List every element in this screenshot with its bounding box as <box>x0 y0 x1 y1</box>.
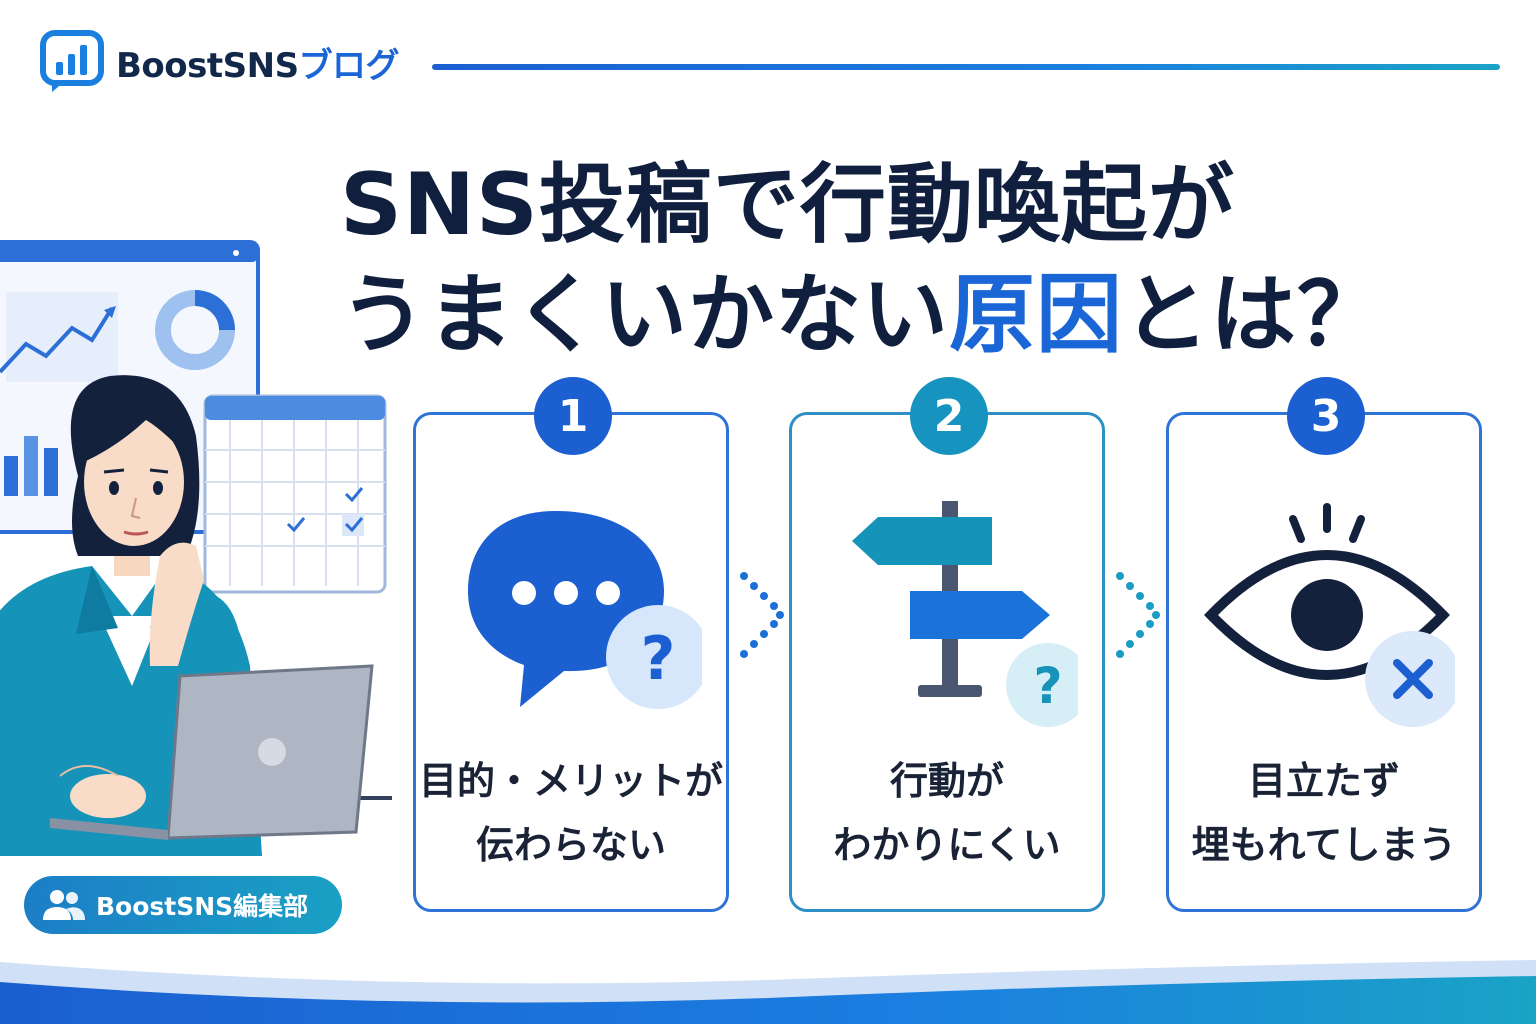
headline-line-2: うまくいかない原因とは？ <box>340 244 1384 369</box>
reason-2-line-1: 行動が <box>889 759 1004 803</box>
author-badge[interactable]: BoostSNS編集部 <box>24 876 342 934</box>
reason-number-1: 1 <box>534 377 612 455</box>
reason-3-line-1: 目立たず <box>1247 759 1400 803</box>
bottom-wave-decoration <box>0 960 1536 1024</box>
reason-number-2: 2 <box>910 377 988 455</box>
reason-card-3: 3 目立たず 埋もれてしまう <box>1166 377 1482 912</box>
svg-text:?: ? <box>1033 657 1062 715</box>
headline-line-1: SNS投稿で行動喚起が <box>340 155 1235 255</box>
chevron-right-dotted-icon <box>1116 572 1160 658</box>
chat-bubble-question-icon: ? <box>468 511 702 709</box>
headline-line-2-after: とは？ <box>1123 265 1384 365</box>
brand-accent-text: ブログ <box>298 46 400 86</box>
headline-line-2-before: うまくいかない <box>340 265 949 365</box>
signpost-question-icon: ? <box>852 501 1078 727</box>
author-name: BoostSNS編集部 <box>96 892 309 921</box>
reason-number-3: 3 <box>1287 377 1365 455</box>
brand-main-text: BoostSNS <box>116 46 299 86</box>
reason-2-line-2: わかりにくい <box>833 823 1061 867</box>
bar-chart-bubble-icon <box>40 30 104 92</box>
headline-accent: 原因 <box>949 265 1123 365</box>
brand-name[interactable]: BoostSNSブログ <box>116 38 400 87</box>
eye-cross-icon <box>1204 503 1455 727</box>
thinking-woman-illustration <box>0 240 392 856</box>
users-icon <box>43 890 85 920</box>
header-divider <box>432 64 1500 70</box>
reason-1-line-1: 目的・メリットが <box>418 759 723 803</box>
reason-card-1: 1 ? 目的・メリットが 伝わらない <box>413 377 729 912</box>
svg-text:?: ? <box>641 624 676 694</box>
chevron-right-dotted-icon <box>740 572 784 658</box>
reason-3-line-2: 埋もれてしまう <box>1191 823 1457 867</box>
reason-card-2: 2 ? 行動が わかりにくい <box>789 377 1105 912</box>
reason-1-line-2: 伝わらない <box>475 823 666 867</box>
